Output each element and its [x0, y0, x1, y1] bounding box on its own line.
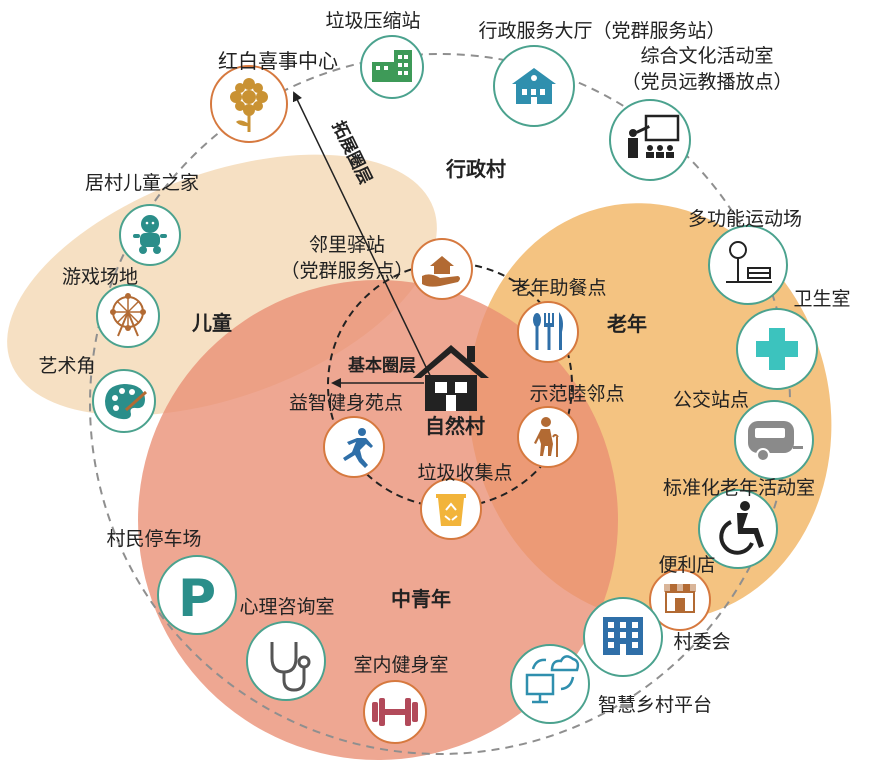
elderly-dining-node[interactable] [517, 301, 579, 363]
convenience-store-node[interactable] [649, 569, 711, 631]
playground-node[interactable] [96, 284, 160, 348]
banquet-center-node[interactable] [210, 65, 288, 143]
clinic-node[interactable] [736, 308, 818, 390]
basic-ring-dashed [327, 262, 573, 508]
multi-sports-label: 多功能运动场 [688, 208, 802, 230]
parking-node[interactable]: P [157, 555, 237, 635]
shop-icon [664, 584, 696, 613]
bus-stop-node[interactable] [734, 400, 814, 480]
art-corner-node[interactable] [92, 369, 156, 433]
buildings-icon [372, 50, 412, 82]
recycle-bin-icon [436, 494, 466, 526]
elderly-person-icon [534, 417, 559, 457]
neighbor-station-label-1: 邻里驿站 [309, 234, 385, 256]
office-building-icon [603, 617, 643, 655]
harmony-point-label: 示范睦邻点 [529, 383, 624, 405]
children-home-node[interactable] [119, 204, 181, 266]
elderly-dining-label: 老年助餐点 [511, 277, 606, 299]
clinic-label: 卫生室 [793, 288, 850, 310]
ring-label-basic: 基本圈层 [347, 355, 416, 376]
smart-platform-label: 智慧乡村平台 [598, 694, 712, 716]
fitness-garden-label: 益智健身苑点 [289, 392, 403, 414]
indoor-gym-label: 室内健身室 [353, 654, 448, 676]
counseling-node[interactable] [246, 621, 326, 701]
parking-icon: P [178, 569, 216, 629]
wheelchair-icon [719, 501, 764, 555]
flower-icon [230, 78, 268, 132]
zone-label-middle-youth: 中青年 [391, 587, 451, 611]
medical-cross-icon [756, 328, 798, 370]
admin-hall-node[interactable] [493, 45, 575, 127]
convenience-store-label: 便利店 [658, 554, 715, 576]
fitness-garden-node[interactable] [323, 416, 385, 478]
palette-icon [105, 384, 148, 420]
multi-sports-node[interactable] [708, 225, 788, 305]
government-building-icon [512, 68, 556, 104]
ferris-wheel-icon [110, 293, 146, 337]
smart-platform-node[interactable] [510, 644, 590, 724]
parking-label: 村民停车场 [106, 528, 201, 550]
cloud-computer-icon [525, 655, 580, 704]
committee-label: 村委会 [673, 631, 730, 653]
neighbor-station-label-2: （党群服务点） [280, 260, 413, 282]
dumbbell-icon [372, 698, 418, 726]
children-home-label: 居村儿童之家 [85, 172, 199, 194]
bus-icon [748, 421, 803, 462]
garbage-compression-node[interactable] [360, 35, 424, 99]
house-icon [413, 345, 489, 411]
center-label: 自然村 [425, 414, 485, 438]
runner-icon [343, 428, 373, 468]
zone-label-admin-village: 行政村 [445, 157, 506, 181]
baby-icon [133, 215, 167, 254]
cutlery-icon [533, 312, 563, 350]
stethoscope-icon [270, 642, 311, 692]
elderly-activity-label: 标准化老年活动室 [663, 477, 815, 499]
neighbor-station-node[interactable] [411, 238, 473, 300]
banquet-center-label: 红白喜事中心 [218, 49, 338, 73]
extended-ring-arrow [292, 91, 439, 393]
zone-label-elderly: 老年 [607, 312, 647, 336]
culture-room-label-2: （党员远教播放点） [621, 71, 792, 93]
garbage-point-node[interactable] [420, 478, 482, 540]
elderly-activity-node[interactable] [698, 489, 778, 569]
harmony-point-node[interactable] [517, 406, 579, 468]
presentation-icon [628, 114, 680, 158]
hand-house-icon [422, 256, 460, 287]
sports-field-icon [726, 241, 772, 283]
bus-stop-label: 公交站点 [673, 389, 749, 411]
art-corner-label: 艺术角 [38, 355, 95, 377]
garbage-point-label: 垃圾收集点 [417, 462, 512, 484]
committee-node[interactable] [583, 597, 663, 677]
garbage-compression-label: 垃圾压缩站 [325, 10, 420, 32]
culture-room-node[interactable] [609, 99, 691, 181]
admin-hall-label: 行政服务大厅（党群服务站） [478, 20, 725, 42]
zone-label-children: 儿童 [191, 311, 232, 335]
indoor-gym-node[interactable] [363, 680, 427, 744]
culture-room-label-1: 综合文化活动室 [640, 45, 773, 67]
counseling-label: 心理咨询室 [239, 596, 334, 618]
playground-label: 游戏场地 [62, 266, 138, 288]
